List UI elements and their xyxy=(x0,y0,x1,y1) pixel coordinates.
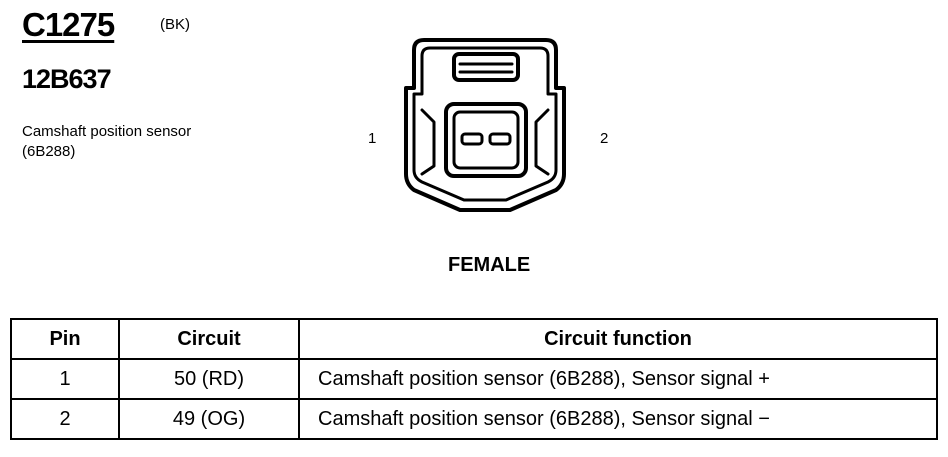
terminal-cavity-inner xyxy=(452,110,520,170)
cell-pin: 2 xyxy=(10,398,120,440)
header-circuit: Circuit xyxy=(118,318,300,360)
pinout-table: Pin Circuit Circuit function 1 50 (RD) C… xyxy=(10,318,938,440)
pin-1-label: 1 xyxy=(368,130,377,147)
terminal-cavity-outer xyxy=(444,102,528,178)
cell-circuit: 50 (RD) xyxy=(118,358,300,400)
side-key-left xyxy=(420,108,436,176)
header-circuit-function: Circuit function xyxy=(298,318,938,360)
connector-housing-inner xyxy=(412,46,558,202)
cell-pin: 1 xyxy=(10,358,120,400)
cell-circuit: 49 (OG) xyxy=(118,398,300,440)
side-key-right xyxy=(534,108,550,176)
connector-color: (BK) xyxy=(160,16,190,33)
table-header-row: Pin Circuit Circuit function xyxy=(10,318,938,360)
connector-gender: FEMALE xyxy=(448,254,531,276)
part-number: 12B637 xyxy=(22,64,112,94)
connector-description: Camshaft position sensor (6B288) xyxy=(22,123,192,160)
cell-function: Camshaft position sensor (6B288), Sensor… xyxy=(298,358,938,400)
header-pin: Pin xyxy=(10,318,120,360)
locking-latch xyxy=(452,52,520,82)
terminal-pin-1 xyxy=(460,132,484,146)
connector-id: C1275 xyxy=(22,6,115,43)
table-row: 2 49 (OG) Camshaft position sensor (6B28… xyxy=(10,398,938,440)
pin-2-label: 2 xyxy=(600,130,609,147)
connector-housing-outer xyxy=(404,38,566,212)
connector-face-drawing xyxy=(404,38,566,212)
cell-function: Camshaft position sensor (6B288), Sensor… xyxy=(298,398,938,440)
terminal-pin-2 xyxy=(488,132,512,146)
table-row: 1 50 (RD) Camshaft position sensor (6B28… xyxy=(10,358,938,400)
